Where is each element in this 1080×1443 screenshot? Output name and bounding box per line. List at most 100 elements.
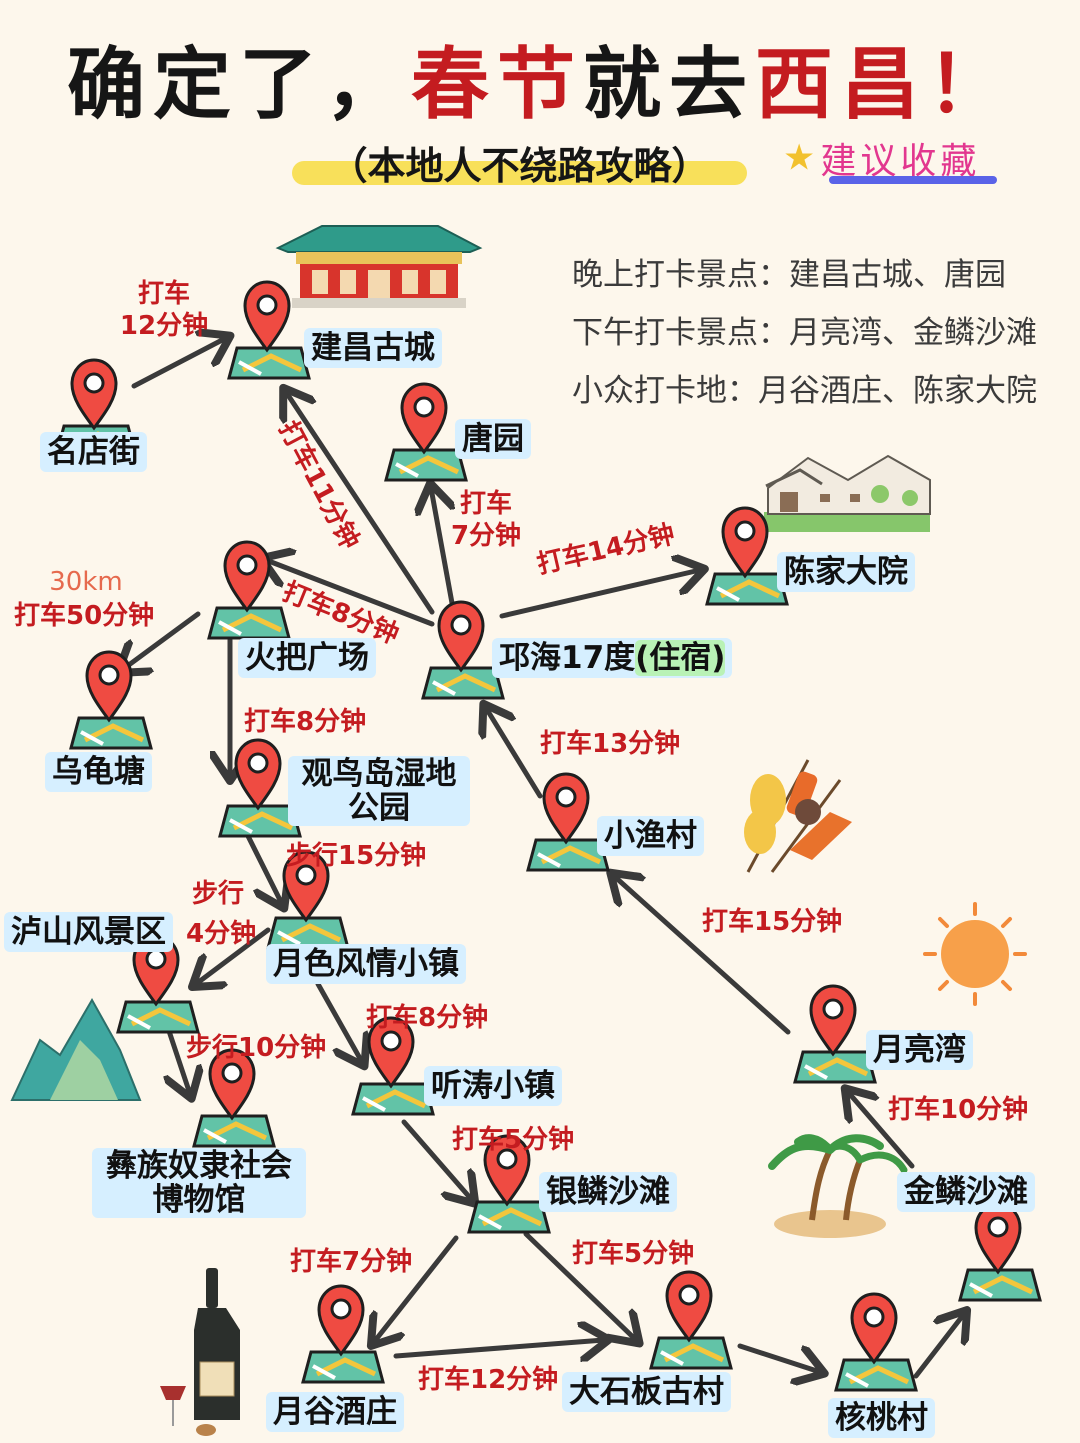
arrow-qionghai-jianchang — [286, 392, 435, 615]
skewer-illustration — [744, 759, 852, 873]
palm-illustration — [768, 1134, 908, 1238]
pin-icon-dashiban — [651, 1272, 731, 1368]
arrow-guanniao-yuese — [245, 833, 282, 904]
place-label-yuegu: 月谷酒庄 — [266, 1392, 404, 1432]
title-text-1: 确定了， — [66, 40, 411, 130]
info-niche: 小众打卡地：月谷酒庄、陈家大院 — [572, 373, 1037, 409]
collect-label: 建议收藏 — [820, 141, 981, 182]
wine-illustration — [160, 1268, 240, 1436]
place-label-tangyuan: 唐园 — [455, 419, 531, 459]
route-label-yinlin-yuegu: 打车7分钟 — [290, 1247, 413, 1277]
info-afternoon: 下午打卡景点：月亮湾、金鳞沙滩 — [572, 315, 1037, 351]
sun-illustration — [923, 902, 1027, 1006]
route-label-lushan-yizu: 步行10分钟 — [186, 1033, 327, 1063]
place-label-chenjia: 陈家大院 — [777, 552, 915, 592]
arrow-huoba-wugui — [122, 611, 201, 670]
route-label-yinlin-dashiban: 打车5分钟 — [572, 1239, 695, 1269]
place-label-yinlin: 银鳞沙滩 — [539, 1172, 677, 1212]
pin-icon-tangyuan — [386, 384, 466, 480]
route-arrows — [122, 338, 964, 1376]
place-label-dashiban: 大石板古村 — [562, 1372, 731, 1412]
arrow-yinlin-yuegu — [374, 1235, 459, 1342]
arrow-tingtao-yinlin — [401, 1119, 472, 1200]
arrow-qionghai-chenjia — [499, 570, 700, 619]
pin-icon-yueliang — [795, 986, 875, 1082]
title-text-2: 春节 — [410, 40, 583, 130]
place-label-lushan: 泸山风景区 — [4, 912, 173, 952]
info-block: 晚上打卡景点：建昌古城、唐园 下午打卡景点：月亮湾、金鳞沙滩 小众打卡地：月谷酒… — [572, 246, 1037, 420]
courtyard-illustration — [764, 454, 931, 532]
route-label-yuegu-dashiban: 打车12分钟 — [418, 1365, 559, 1395]
arrow-xiaoyu-qionghai — [486, 708, 543, 799]
arrow-qionghai-huoba — [266, 560, 435, 627]
route-time: 7分钟 — [450, 521, 522, 551]
arrow-qionghai-tangyuan — [431, 488, 457, 617]
route-mode: 打车 — [137, 279, 190, 309]
subtitle-highlight — [292, 161, 747, 185]
place-label-qionghai: 邛海17度(住宿) — [492, 638, 733, 678]
temple-illustration — [275, 225, 483, 308]
arrow-yuegu-dashiban — [393, 1340, 604, 1356]
place-label-wugui: 乌龟塘 — [45, 752, 152, 792]
pin-icon-yuegu — [303, 1286, 383, 1382]
route-label-yuese-tingtao: 打车8分钟 — [366, 1003, 489, 1033]
map-pins — [56, 282, 1040, 1390]
arrow-yueliang-xiaoyu — [614, 876, 791, 1035]
route-label-huoba-guanniao: 打车8分钟 — [244, 707, 367, 737]
pin-icon-wugui — [71, 652, 151, 748]
mountain-illustration — [10, 997, 142, 1101]
route-label-guanniao-yuese: 步行15分钟 — [286, 841, 427, 871]
route-label-xiaoyu-qionghai: 打车13分钟 — [540, 729, 681, 759]
place-label-yizu: 彝族奴隶社会博物馆 — [92, 1148, 306, 1218]
arrow-dashiban-hetao — [737, 1343, 820, 1372]
route-label-huoba-wugui: 打车50分钟 — [14, 601, 155, 631]
pin-icon-hetao — [836, 1294, 916, 1390]
pin-icon-jianchang — [229, 282, 309, 378]
place-label-hetao: 核桃村 — [828, 1398, 935, 1438]
title-text-3: 就去 — [583, 40, 756, 130]
arrow-hetao-jinlin — [913, 1314, 964, 1379]
subtitle: （本地人不绕路攻略） — [329, 144, 710, 188]
collect-tag: ★ 建议收藏 — [783, 132, 997, 188]
arrow-mingdian-jianchang — [131, 338, 226, 389]
pin-icon-qionghai — [423, 602, 503, 698]
place-label-guanniao: 观鸟岛湿地公园 — [288, 756, 470, 826]
place-label-jianchang: 建昌古城 — [304, 328, 442, 368]
route-mode: 打车 — [459, 489, 512, 519]
pin-icon-jinlin — [960, 1204, 1040, 1300]
subtitle-block: （本地人不绕路攻略） — [292, 135, 747, 189]
info-night: 晚上打卡景点：建昌古城、唐园 — [572, 257, 1006, 293]
place-label-yuese: 月色风情小镇 — [266, 944, 466, 984]
arrow-yinlin-dashiban — [523, 1231, 636, 1340]
pin-icon-yizu — [194, 1050, 274, 1146]
arrow-jinlin-yueliang — [848, 1092, 915, 1169]
place-label-tingtao: 听涛小镇 — [424, 1066, 562, 1106]
route-label-yuese-lushan-time: 4分钟 — [186, 919, 257, 949]
qionghai-name: 邛海17度 — [499, 640, 636, 676]
route-label-huoba-wugui-distance: 30km — [49, 567, 123, 597]
arrow-lushan-yizu — [168, 1025, 190, 1094]
route-label-jinlin-yueliang: 打车10分钟 — [888, 1095, 1029, 1125]
arrow-yuese-tingtao — [315, 981, 362, 1062]
arrow-yuese-lushan — [196, 927, 271, 984]
lodging-tag: (住宿) — [635, 640, 726, 676]
place-label-yueliang: 月亮湾 — [866, 1030, 973, 1070]
pin-icon-xiaoyu — [528, 774, 608, 870]
place-label-xiaoyu: 小渔村 — [597, 816, 704, 856]
title-text-4: 西昌！ — [755, 40, 1014, 130]
route-label-yuese-lushan-mode: 步行 — [192, 879, 245, 909]
collect-underline — [829, 176, 997, 184]
star-icon: ★ — [783, 137, 816, 179]
pin-icon-huoba — [209, 542, 289, 638]
route-label-tingtao-yinlin: 打车5分钟 — [452, 1125, 575, 1155]
place-label-mingdian: 名店街 — [40, 432, 147, 472]
place-label-huoba: 火把广场 — [238, 638, 376, 678]
page-title: 确定了，春节就去西昌！ — [0, 22, 1080, 134]
route-label-yueliang-xiaoyu: 打车15分钟 — [702, 907, 843, 937]
place-label-jinlin: 金鳞沙滩 — [897, 1172, 1035, 1212]
route-time: 12分钟 — [119, 311, 209, 341]
